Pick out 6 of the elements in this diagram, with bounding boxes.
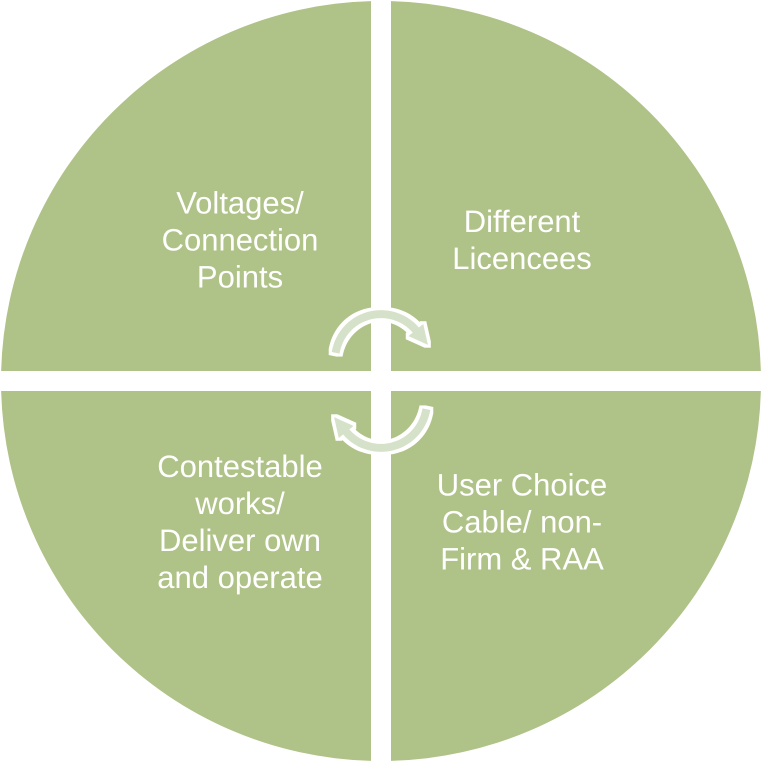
curved-arrow: [332, 310, 428, 356]
quadrant-label: Voltages/ Connection Points: [160, 184, 320, 296]
quadrant-label: Different Licencees: [451, 203, 593, 277]
quadrant-label: User Choice Cable/ non-Firm & RAA: [436, 466, 608, 578]
curved-arrow: [334, 406, 430, 452]
quadrant-label: Contestable works/ Deliver own and operate: [156, 448, 324, 596]
